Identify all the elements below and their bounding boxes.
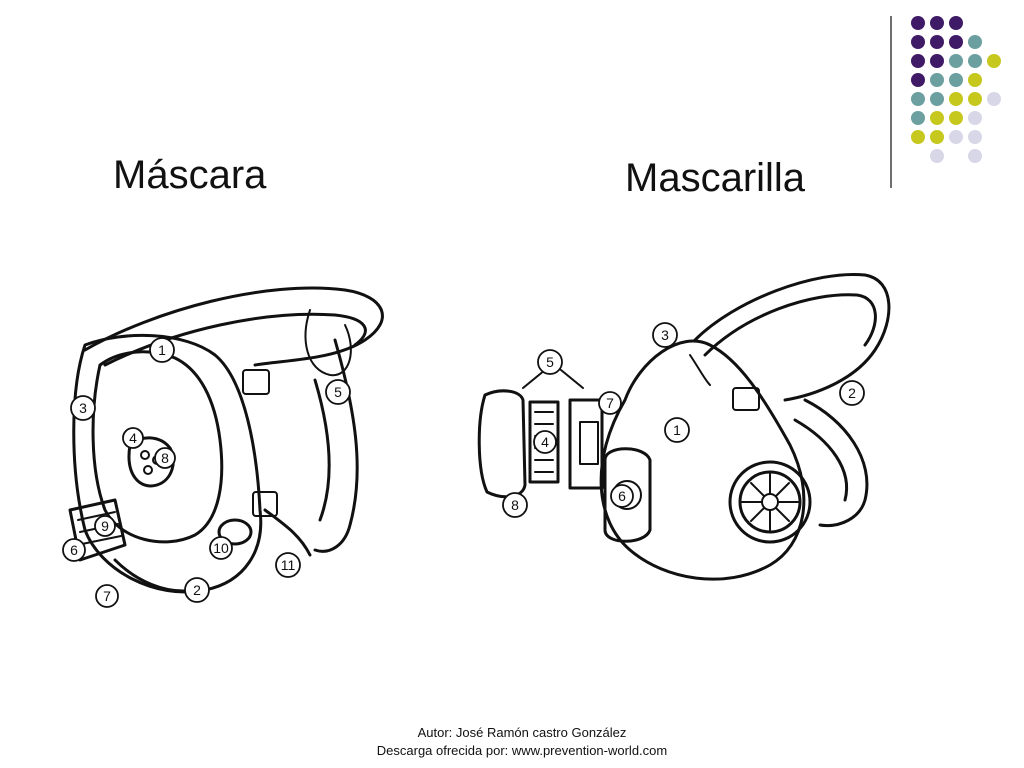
decorative-dot bbox=[949, 54, 963, 68]
decorative-dot bbox=[930, 92, 944, 106]
decorative-dot bbox=[930, 16, 944, 30]
decorative-dot bbox=[968, 111, 982, 125]
half-mask-illustration: 1 2 3 4 5 6 7 8 bbox=[477, 272, 891, 581]
callout-left-3: 3 bbox=[79, 400, 87, 416]
decorative-dot bbox=[930, 73, 944, 87]
decorative-dot bbox=[911, 111, 925, 125]
decorative-dot bbox=[968, 130, 982, 144]
callout-left-7: 7 bbox=[103, 588, 111, 604]
full-face-mask-illustration: 1 2 3 4 5 6 7 8 9 10 11 bbox=[62, 286, 384, 608]
decorative-dot bbox=[968, 73, 982, 87]
callout-right-6: 6 bbox=[618, 488, 626, 504]
callouts-left: 1 2 3 4 5 6 7 8 9 10 11 bbox=[62, 337, 351, 608]
decorative-dot bbox=[949, 16, 963, 30]
decorative-dot bbox=[911, 54, 925, 68]
decorative-dot bbox=[911, 130, 925, 144]
callout-left-2: 2 bbox=[193, 582, 201, 598]
callout-left-9: 9 bbox=[101, 518, 109, 534]
callout-right-7: 7 bbox=[606, 395, 614, 411]
callout-right-2: 2 bbox=[848, 385, 856, 401]
callouts-right: 1 2 3 4 5 6 7 8 bbox=[502, 322, 865, 518]
callout-left-10: 10 bbox=[213, 540, 229, 556]
decorative-dot bbox=[930, 149, 944, 163]
decorative-dot bbox=[949, 35, 963, 49]
decorative-dot bbox=[949, 73, 963, 87]
callout-left-8: 8 bbox=[161, 450, 169, 466]
title-mascarilla: Mascarilla bbox=[625, 156, 806, 200]
decorative-dot bbox=[930, 111, 944, 125]
footer-source: Descarga ofrecida por: www.prevention-wo… bbox=[376, 743, 668, 758]
decorative-dot bbox=[911, 16, 925, 30]
callout-right-5: 5 bbox=[546, 354, 554, 370]
decorative-dot bbox=[968, 35, 982, 49]
slide-footer: Autor: José Ramón castro González Descar… bbox=[312, 724, 732, 760]
title-mascara: Máscara bbox=[113, 153, 267, 197]
callout-left-6: 6 bbox=[70, 542, 78, 558]
callout-right-8: 8 bbox=[511, 497, 519, 513]
decorative-dot bbox=[968, 149, 982, 163]
decorative-dot bbox=[949, 111, 963, 125]
vertical-divider bbox=[890, 16, 892, 188]
decorative-dot bbox=[930, 130, 944, 144]
callout-right-1: 1 bbox=[673, 422, 681, 438]
callout-left-1: 1 bbox=[158, 342, 166, 358]
decorative-dot bbox=[987, 54, 1001, 68]
decorative-dot bbox=[968, 54, 982, 68]
decorative-dot bbox=[930, 54, 944, 68]
footer-author: Autor: José Ramón castro González bbox=[417, 725, 627, 740]
decorative-dot bbox=[968, 92, 982, 106]
callout-right-4: 4 bbox=[541, 434, 549, 450]
decorative-dot bbox=[911, 92, 925, 106]
decorative-dot bbox=[949, 92, 963, 106]
decorative-dot-grid bbox=[911, 16, 1001, 163]
decorative-dot bbox=[930, 35, 944, 49]
decorative-dot bbox=[911, 35, 925, 49]
decorative-dot bbox=[987, 92, 1001, 106]
decorative-dot bbox=[949, 130, 963, 144]
callout-right-3: 3 bbox=[661, 327, 669, 343]
callout-left-4: 4 bbox=[129, 430, 137, 446]
callout-left-11: 11 bbox=[281, 557, 296, 573]
callout-left-5: 5 bbox=[334, 384, 342, 400]
decorative-dot bbox=[911, 73, 925, 87]
